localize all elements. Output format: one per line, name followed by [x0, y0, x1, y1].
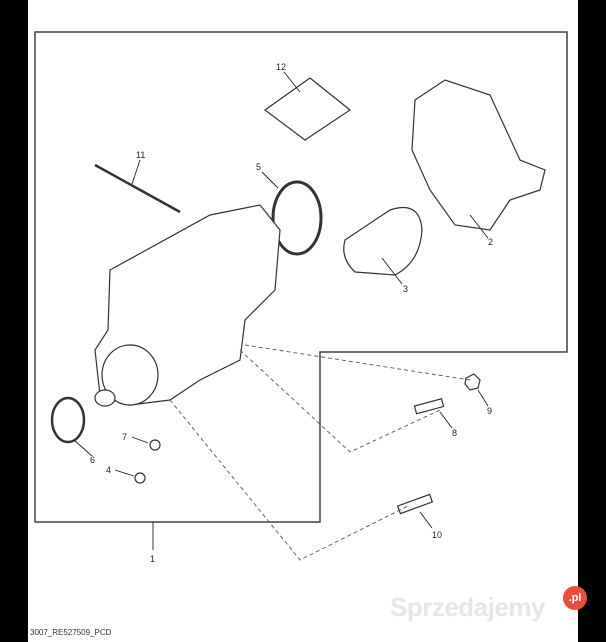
callout-7: 7	[122, 432, 127, 442]
starter-nose	[101, 344, 159, 406]
assembly-frame	[34, 31, 568, 523]
callout-10: 10	[432, 530, 442, 540]
starter-shaft	[94, 389, 116, 407]
part-6-oring	[50, 396, 86, 444]
callout-4: 4	[106, 465, 111, 475]
callout-8: 8	[452, 428, 457, 438]
watermark-badge: .pl	[563, 586, 587, 610]
watermark-logo: Sprzedajemy	[390, 592, 545, 622]
callout-5: 5	[256, 162, 261, 172]
callout-6: 6	[90, 455, 95, 465]
part-11-cable-tie	[94, 163, 181, 214]
callout-9: 9	[487, 406, 492, 416]
callout-12: 12	[276, 62, 286, 72]
part-9-nut	[464, 373, 481, 391]
part-3-drive	[343, 206, 423, 276]
part-5-oring	[271, 180, 323, 256]
part-4-nut	[134, 472, 146, 484]
callout-2: 2	[488, 237, 493, 247]
drawing-code: 3007_RE527509_PCD	[30, 628, 112, 637]
part-12-decal	[263, 77, 352, 141]
part-10-bolt	[396, 493, 434, 515]
callout-3: 3	[403, 284, 408, 294]
part-2-housing	[411, 79, 546, 231]
callout-11: 11	[136, 150, 145, 160]
callout-1: 1	[150, 554, 155, 564]
part-8-stud	[413, 398, 445, 415]
part-7-nut	[149, 439, 161, 451]
